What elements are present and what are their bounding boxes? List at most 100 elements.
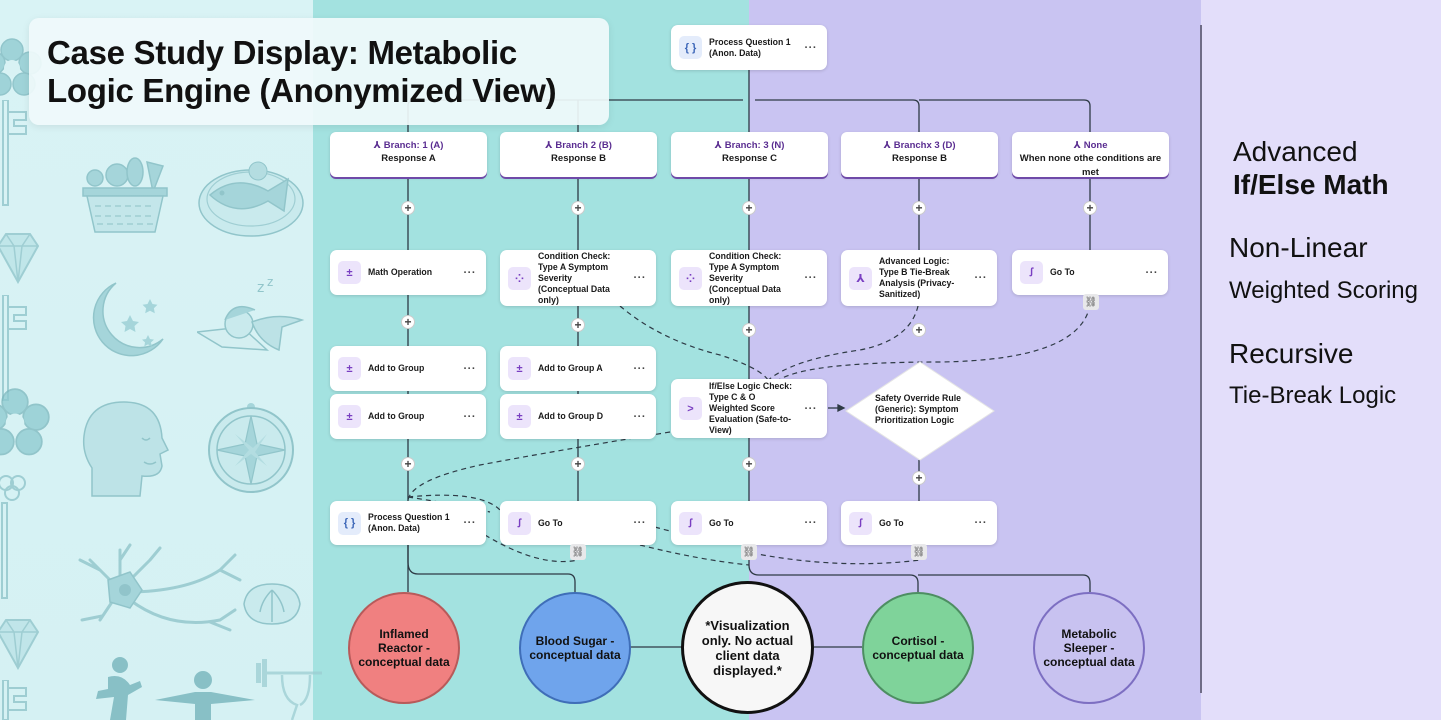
node-label: Add to Group A: [538, 363, 603, 374]
fish-plate-icon: [196, 155, 306, 240]
branch-card-n[interactable]: ⅄Branch: 3 (N) Response C: [671, 132, 828, 177]
branch-card-a[interactable]: ⅄Branch: 1 (A) Response A: [330, 132, 487, 177]
goto-node[interactable]: ꭍ Go To ···: [841, 501, 997, 545]
branch-icon: ⅄: [373, 140, 381, 151]
more-options-button[interactable]: ···: [463, 362, 476, 375]
add-step-button[interactable]: +: [912, 323, 926, 337]
goto-path-icon: ꭍ: [679, 511, 702, 535]
add-step-button[interactable]: +: [571, 457, 585, 471]
branch-subtitle: Response C: [722, 153, 777, 164]
more-options-button[interactable]: ···: [633, 410, 646, 423]
hierarchy-icon: ⅄: [849, 266, 872, 290]
more-options-button[interactable]: ···: [1145, 266, 1158, 279]
add-step-button[interactable]: +: [401, 315, 415, 329]
more-options-button[interactable]: ···: [974, 517, 987, 529]
flower-icon: [0, 388, 50, 458]
condition-check-node[interactable]: ⁘ Condition Check: Type A Symptom Severi…: [500, 250, 656, 306]
more-options-button[interactable]: ···: [633, 272, 646, 284]
add-step-button[interactable]: +: [742, 201, 756, 215]
advanced-logic-node[interactable]: ⅄ Advanced Logic: Type B Tie-Break Analy…: [841, 250, 997, 306]
sidebar-subheading-weighted-scoring: Weighted Scoring: [1229, 277, 1418, 304]
node-label: Go To: [538, 517, 563, 529]
unlink-icon[interactable]: ⛓: [1083, 294, 1099, 310]
sidebar-heading-recursive: Recursive: [1229, 338, 1354, 369]
process-question-node[interactable]: { } Process Question 1 (Anon. Data) ···: [330, 501, 486, 545]
right-info-panel: [1201, 0, 1441, 720]
goto-path-icon: ꭍ: [508, 511, 531, 535]
sidebar-subheading-tie-break: Tie-Break Logic: [1229, 382, 1397, 409]
key-icon: [0, 475, 32, 605]
branch-icon: ⅄: [1073, 140, 1081, 151]
outcome-cortisol[interactable]: Cortisol - conceptual data: [862, 592, 974, 704]
outcome-label: Metabolic Sleeper - conceptual data: [1043, 627, 1135, 669]
node-label: Math Operation: [368, 267, 433, 278]
sidebar-heading-non-linear: Non-Linear: [1229, 232, 1368, 263]
more-options-button[interactable]: ···: [633, 362, 646, 375]
node-label: Add to Group D: [538, 411, 604, 422]
root-process-node[interactable]: { } Process Question 1 (Anon. Data) ···: [671, 25, 827, 70]
sidebar-heading-ifelse-math: If/Else Math: [1233, 169, 1389, 200]
branch-title: Branchx 3 (D): [893, 140, 956, 151]
goto-node[interactable]: ꭍ Go To ···: [500, 501, 656, 545]
outcome-inflamed-reactor[interactable]: Inflamed Reactor - conceptual data: [348, 592, 460, 704]
branch-card-d[interactable]: ⅄Branchx 3 (D) Response B: [841, 132, 998, 177]
math-operators-icon: ±: [508, 405, 531, 428]
more-options-button[interactable]: ···: [804, 272, 817, 284]
add-step-button[interactable]: +: [401, 201, 415, 215]
add-step-button[interactable]: +: [742, 457, 756, 471]
condition-check-node[interactable]: ⁘ Condition Check: Type A Symptom Severi…: [671, 250, 827, 306]
math-operators-icon: ±: [338, 405, 361, 428]
more-options-button[interactable]: ···: [463, 517, 476, 529]
add-step-button[interactable]: +: [571, 318, 585, 332]
svg-text:z: z: [257, 280, 264, 296]
goto-node[interactable]: ꭍ Go To ···: [1012, 250, 1168, 295]
more-options-button[interactable]: ···: [463, 266, 476, 279]
more-options-button[interactable]: ···: [804, 517, 817, 529]
node-label: Condition Check: Type A Symptom Severity…: [709, 250, 782, 306]
goto-path-icon: ꭍ: [849, 511, 872, 535]
unlink-icon[interactable]: ⛓: [741, 544, 757, 560]
branch-card-b[interactable]: ⅄Branch 2 (B) Response B: [500, 132, 657, 177]
more-options-button[interactable]: ···: [804, 41, 817, 54]
more-options-button[interactable]: ···: [463, 410, 476, 423]
head-profile-icon: [80, 398, 170, 498]
node-label: Process Question 1 (Anon. Data): [709, 36, 791, 59]
neuron-icon: [70, 530, 250, 650]
outcome-metabolic-sleeper[interactable]: Metabolic Sleeper - conceptual data: [1033, 592, 1145, 704]
add-step-button[interactable]: +: [912, 471, 926, 485]
moon-stars-icon: [78, 275, 168, 365]
add-to-group-node[interactable]: ± Add to Group ···: [330, 346, 486, 391]
unlink-icon[interactable]: ⛓: [570, 544, 586, 560]
diamond-icon: [0, 232, 42, 284]
add-step-button[interactable]: +: [742, 323, 756, 337]
outcome-label: Blood Sugar - conceptual data: [529, 634, 621, 662]
condition-icon: ⁘: [679, 266, 702, 290]
add-step-button[interactable]: +: [912, 201, 926, 215]
flower-icon: [0, 38, 42, 98]
more-options-button[interactable]: ···: [804, 402, 817, 415]
safety-override-decision[interactable]: Safety Override Rule (Generic): Symptom …: [845, 361, 995, 461]
add-step-button[interactable]: +: [571, 201, 585, 215]
ifelse-logic-node[interactable]: > If/Else Logic Check: Type C & O Weight…: [671, 379, 827, 438]
branch-card-none[interactable]: ⅄None When none othe conditions are met: [1012, 132, 1169, 178]
math-operation-node[interactable]: ± Math Operation ···: [330, 250, 486, 295]
node-label: Go To: [1050, 267, 1075, 278]
vegetable-basket-icon: [75, 150, 175, 235]
unlink-icon[interactable]: ⛓: [911, 544, 927, 560]
stretching-person-icon: [155, 670, 255, 720]
branch-subtitle: When none othe conditions are met: [1019, 153, 1162, 178]
more-options-button[interactable]: ···: [974, 272, 987, 284]
key-icon: [0, 100, 30, 210]
more-options-button[interactable]: ···: [633, 517, 646, 529]
goto-node[interactable]: ꭍ Go To ···: [671, 501, 827, 545]
svg-text:z: z: [267, 275, 273, 289]
add-step-button[interactable]: +: [401, 457, 415, 471]
outcome-blood-sugar[interactable]: Blood Sugar - conceptual data: [519, 592, 631, 704]
decision-label: Safety Override Rule (Generic): Symptom …: [875, 393, 961, 426]
add-step-button[interactable]: +: [1083, 201, 1097, 215]
add-to-group-d-node[interactable]: ± Add to Group D ···: [500, 394, 656, 439]
branch-subtitle: Response A: [381, 153, 436, 164]
add-to-group-node[interactable]: ± Add to Group ···: [330, 394, 486, 439]
branch-subtitle: Response B: [551, 153, 606, 164]
add-to-group-a-node[interactable]: ± Add to Group A ···: [500, 346, 656, 391]
